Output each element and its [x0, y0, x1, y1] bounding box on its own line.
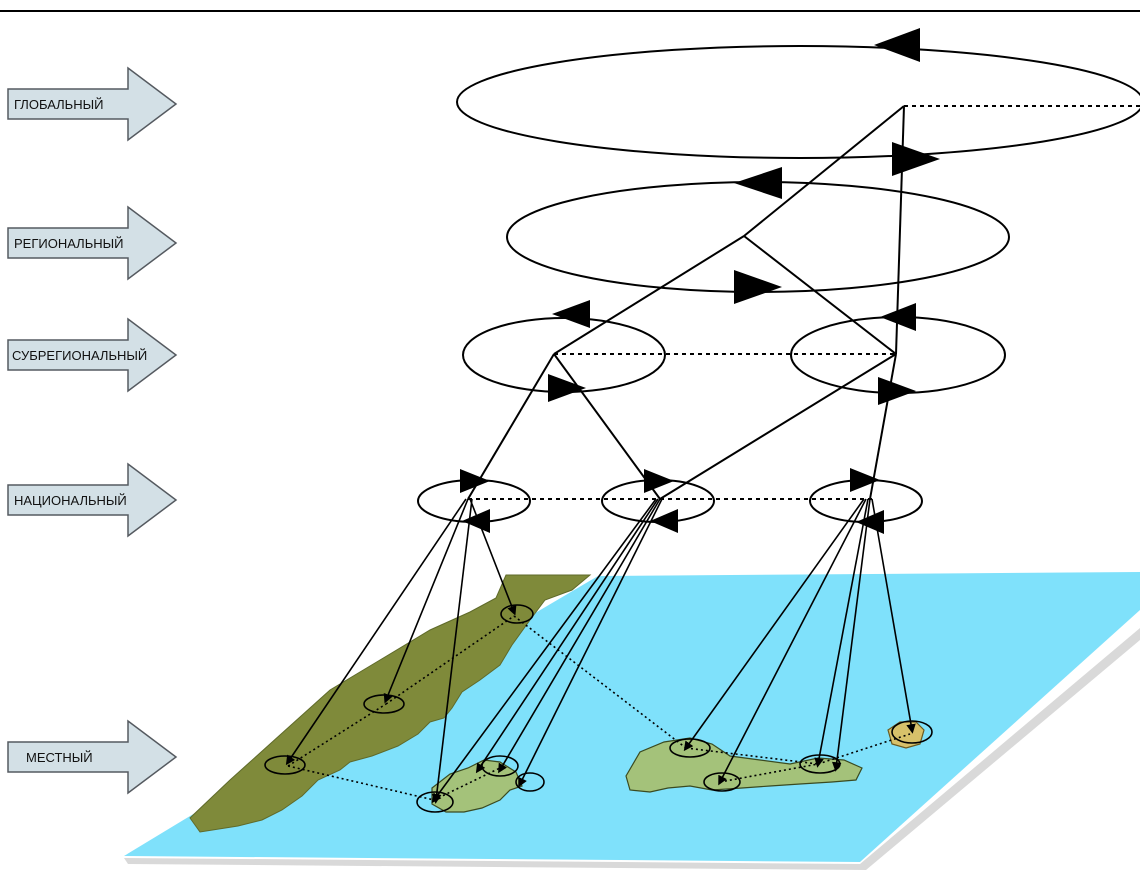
nat1-arrowhead-bottom — [462, 509, 490, 533]
link-nat1-local-d — [431, 498, 473, 804]
nat2-arrowhead-top — [644, 469, 674, 493]
local-dot-1 — [287, 703, 387, 767]
local-ellipse-8 — [703, 772, 741, 792]
link-subright-nat3 — [869, 353, 897, 500]
national-ellipse-3 — [809, 479, 923, 523]
link-regional-subright — [743, 235, 897, 355]
local-ellipse-6 — [515, 772, 545, 792]
link-nat3-local-e — [871, 498, 916, 734]
local-dot-6 — [685, 747, 819, 765]
local-ellipse-7 — [669, 738, 711, 758]
link-nat2-local-b — [475, 498, 659, 774]
link-nat3-local-d — [831, 498, 871, 772]
level-arrow-subregional: СУБРЕГИОНАЛЬНЫЙ — [7, 317, 178, 393]
link-global-regional — [743, 105, 905, 237]
level-label-national: НАЦИОНАЛЬНЫЙ — [14, 493, 127, 508]
local-ellipse-4 — [416, 791, 454, 813]
local-ellipse-5 — [481, 755, 519, 777]
subreg-left-arrowhead-top — [552, 300, 590, 328]
global-arrowhead-top — [874, 28, 920, 62]
local-dot-7 — [719, 763, 819, 783]
link-nat2-local-d — [518, 498, 663, 788]
link-nat1-local-c — [469, 498, 517, 616]
nat3-arrowhead-bottom — [856, 510, 884, 534]
level-arrow-regional: РЕГИОНАЛЬНЫЙ — [7, 205, 178, 281]
local-ellipse-3 — [500, 604, 534, 624]
regional-arrowhead-top — [734, 167, 782, 199]
subregional-ellipse-right — [790, 316, 1006, 394]
local-ellipse-2 — [363, 694, 405, 714]
local-ellipse-1 — [264, 755, 306, 775]
subreg-right-arrowhead-bottom — [878, 377, 916, 405]
level-arrow-national: НАЦИОНАЛЬНЫЙ — [7, 462, 178, 538]
level-label-local: МЕСТНЫЙ — [26, 750, 93, 765]
link-nat3-local-b — [718, 498, 867, 786]
local-ellipse-9 — [799, 754, 841, 774]
link-regional-subleft — [553, 235, 745, 355]
link-subright-nat2 — [659, 353, 897, 500]
sea-plane — [124, 572, 1140, 862]
nat1-arrowhead-top — [460, 469, 490, 493]
link-nat3-local-c — [814, 498, 869, 768]
local-dot-2 — [385, 615, 515, 705]
local-dot-3 — [513, 615, 687, 749]
level-label-subregional: СУБРЕГИОНАЛЬНЫЙ — [12, 348, 147, 363]
subreg-left-arrowhead-bottom — [548, 374, 586, 402]
link-subleft-nat2 — [553, 353, 661, 500]
link-nat2-local-a — [431, 498, 657, 804]
global-ellipse — [456, 45, 1140, 159]
level-arrow-local: МЕСТНЫЙ — [7, 719, 178, 795]
regional-arrowhead-bottom — [734, 270, 782, 304]
nat2-arrowhead-bottom — [650, 509, 678, 533]
link-nat3-local-a — [683, 498, 865, 752]
link-nat1-local-a — [285, 498, 467, 766]
local-ellipse-10 — [891, 720, 933, 744]
local-dot-8 — [817, 733, 911, 765]
link-nat2-local-c — [498, 498, 661, 774]
level-label-regional: РЕГИОНАЛЬНЫЙ — [14, 236, 123, 251]
link-nat1-local-b — [383, 498, 469, 704]
regional-ellipse — [506, 181, 1010, 293]
level-label-global: ГЛОБАЛЬНЫЙ — [14, 97, 103, 112]
global-arrowhead-bottom — [892, 142, 940, 176]
link-global-right — [895, 105, 905, 355]
link-subleft-nat1 — [467, 353, 555, 500]
level-arrow-global: ГЛОБАЛЬНЫЙ — [7, 66, 178, 142]
nat3-arrowhead-top — [850, 468, 880, 492]
